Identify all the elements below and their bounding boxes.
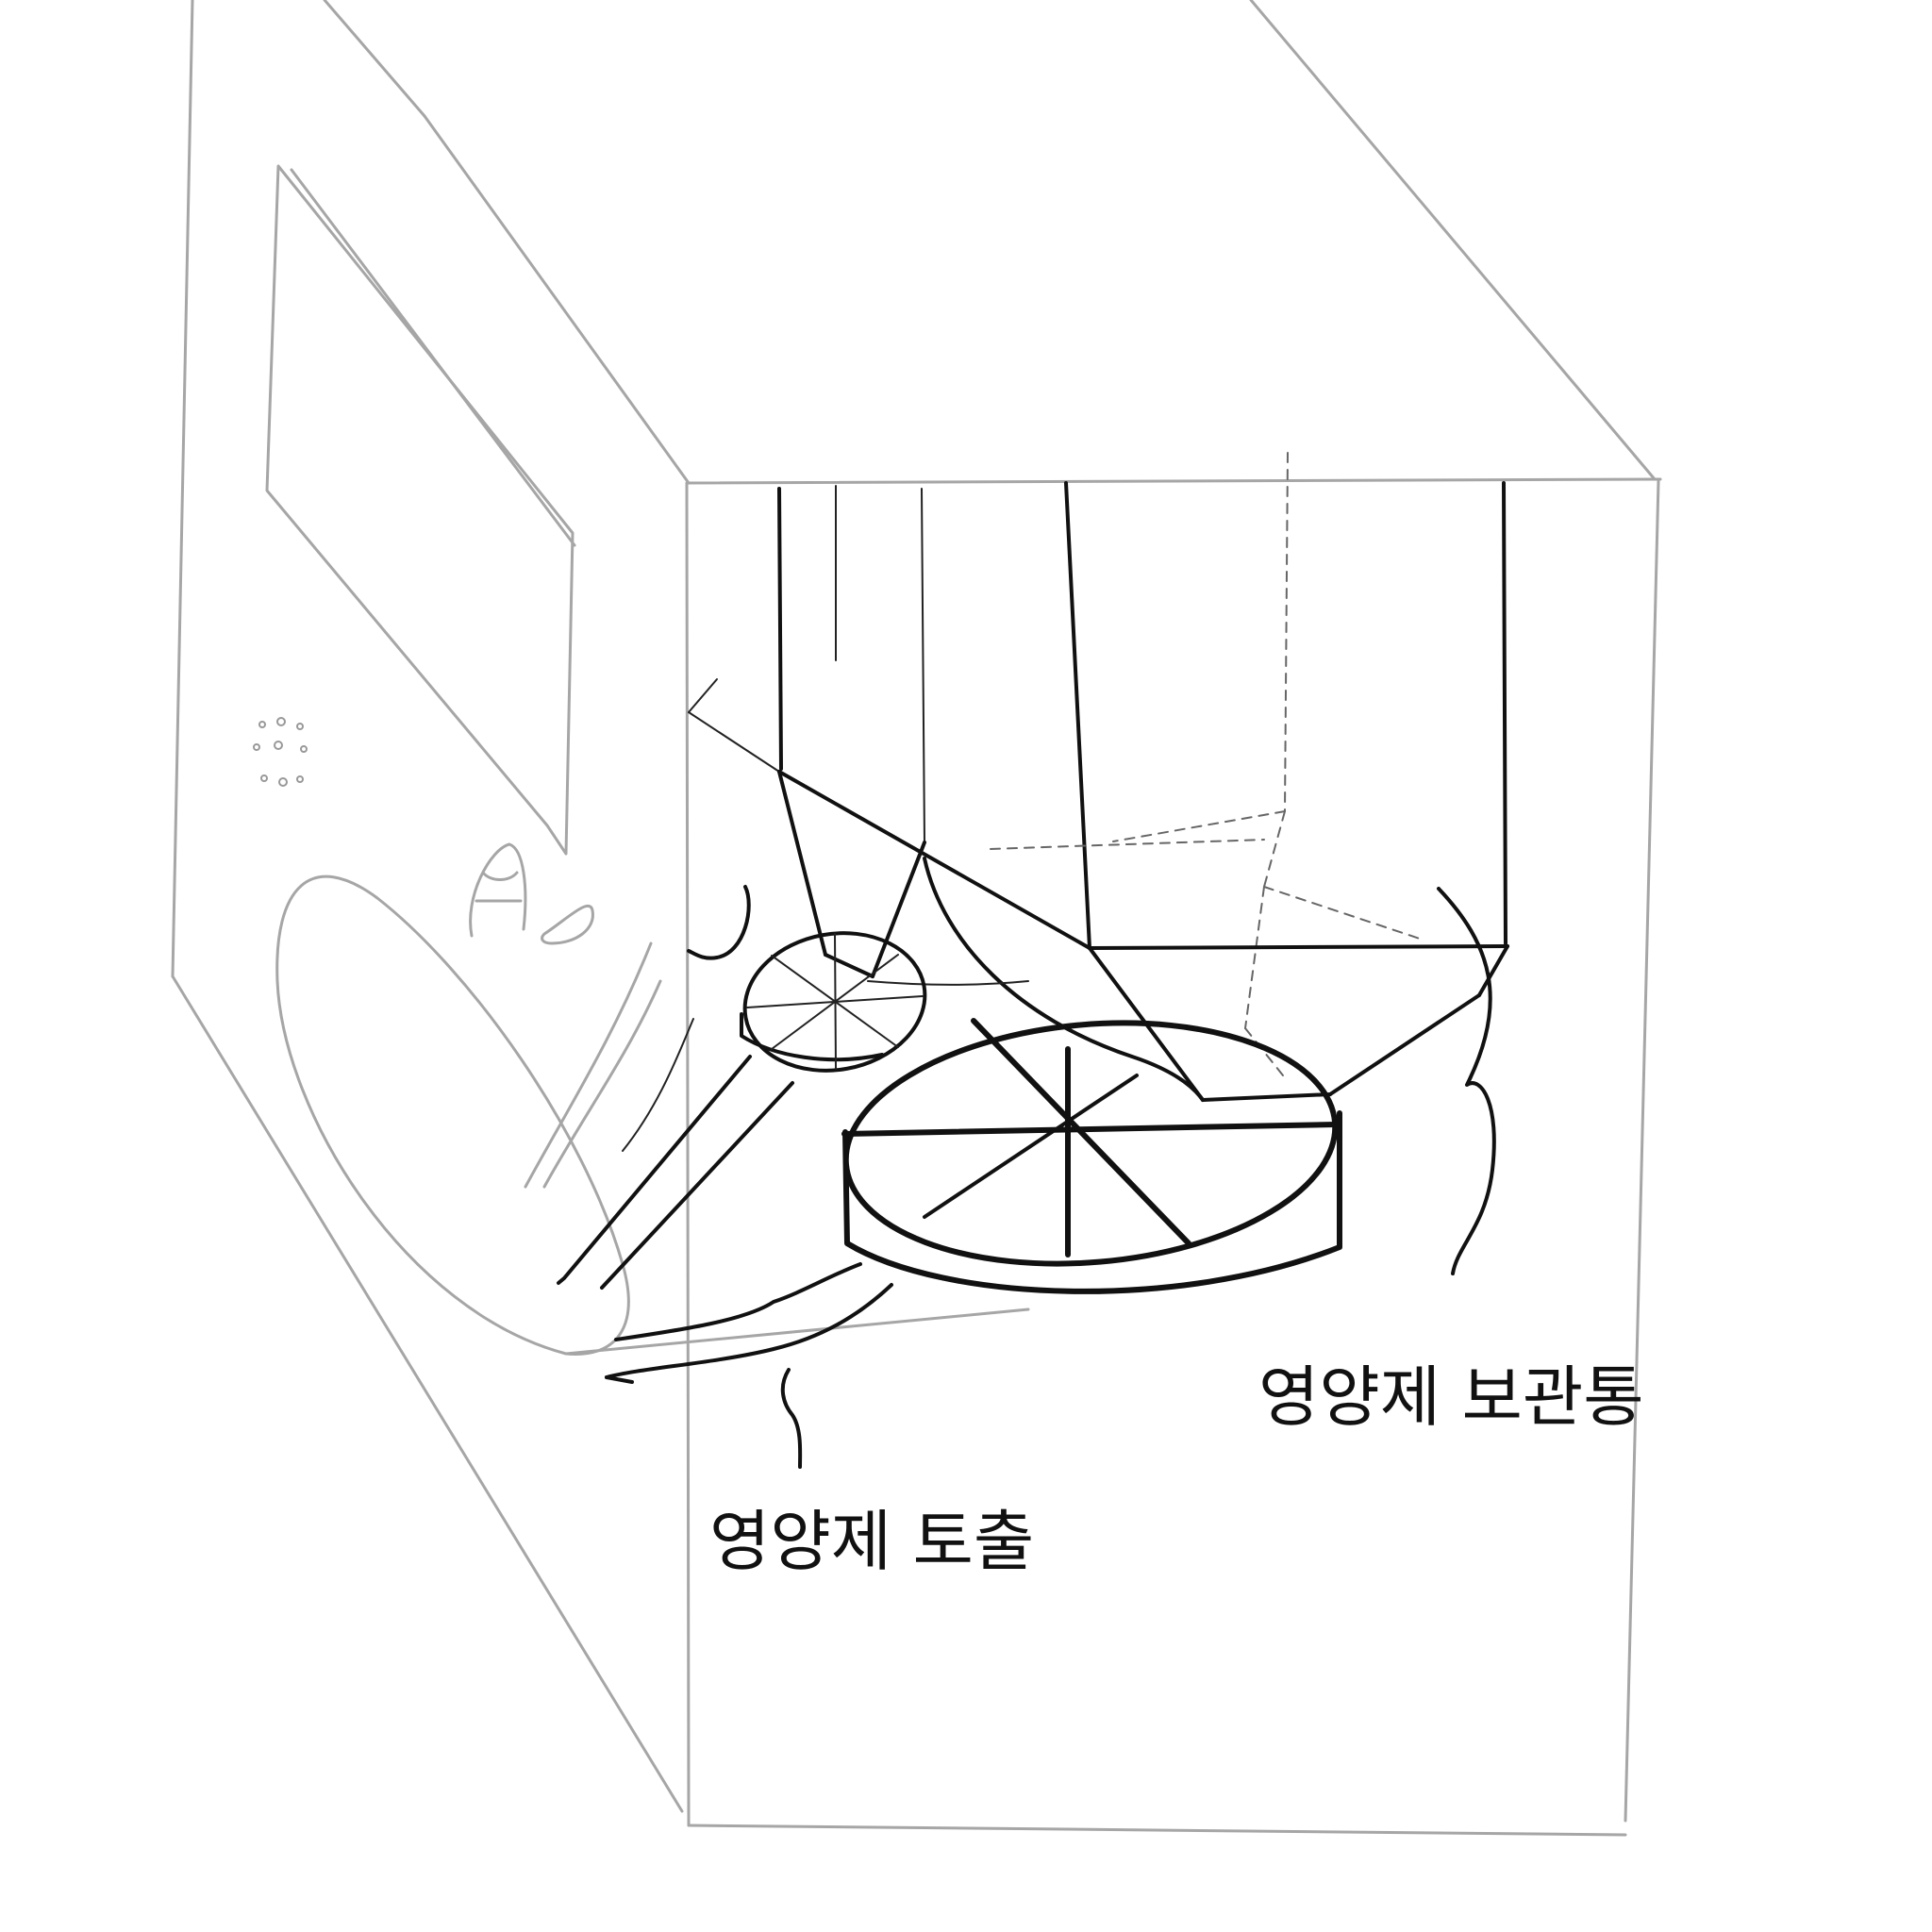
hopper — [689, 679, 1507, 1100]
door-opening — [277, 876, 1028, 1354]
storage-container-label: 영양제 보관통 — [1258, 1358, 1644, 1436]
dispense-outlet-label: 영양제 토출 — [709, 1503, 1034, 1580]
small-dispense-disk — [734, 919, 936, 1084]
large-dispense-disk — [836, 1004, 1345, 1291]
dispense-chute — [525, 943, 891, 1382]
display-panel — [267, 166, 575, 854]
pill-icons — [471, 844, 593, 943]
speaker-grill — [254, 718, 307, 786]
